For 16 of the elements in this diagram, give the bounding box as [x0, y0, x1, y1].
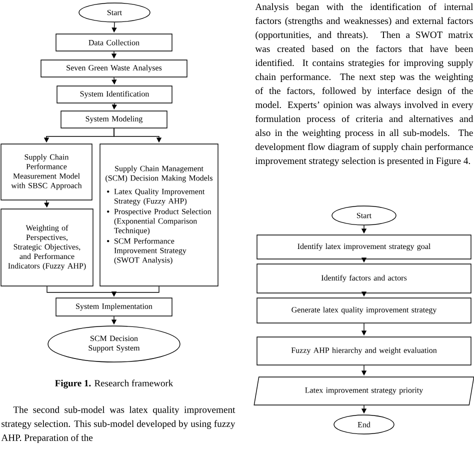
process-box: System Implementation: [56, 298, 172, 316]
process-box: Supply Chain Performance Measurement Model with SBSC Approach: [0, 144, 92, 200]
process-box: Generate latex quality improvement strategy: [256, 298, 472, 324]
process-box: Identify factors and actors: [256, 264, 472, 294]
process-box: Data Collection: [56, 34, 172, 52]
output-parallelogram: Latex improvement strategy priority: [254, 376, 474, 406]
body-text: The second sub-model was latex quality improvement strategy selection. This sub-model developed by using fuzzy AHP. Preparation of the: [1, 406, 236, 443]
process-box: Weighting of Perspectives, Strategic Objectives, and Performance Indicators (Fuzzy AHP): [0, 208, 94, 286]
process-box: System Modeling: [60, 110, 168, 128]
process-box: Seven Green Waste Analyses: [40, 60, 188, 78]
process-box: Identify latex improvement strategy goal: [256, 234, 472, 260]
process-box: System Identification: [56, 86, 172, 104]
figure-caption: Figure 1. Research framework: [55, 380, 174, 388]
body-text: Analysis began with the identification of internal factors (strengths and weaknesses) and external factors (opportunities, and threats). Then a SWOT matrix was created based on the factors that have been identified. It contains strategies for improving supply chain performance. The next step was the weighting of the factors, followed by interface design of the model. Experts’ opinion was always involved in every formulation process of criteria and alternatives and also in the weighting process in all sub-models. The development flow diagram of supply chain performance improvement strategy selection is presented in Figure 4.: [255, 3, 474, 166]
process-box: Supply Chain Management (SCM) Decision Making Models Latex Quality Improvement Strategy (Fuzzy AHP) Prospective Product Selection (Exponential Comparison Technique) SCM Performance Improvement Strategy (SWOT Analysis): [100, 144, 218, 286]
process-box: Fuzzy AHP hierarchy and weight evaluation: [256, 336, 472, 366]
